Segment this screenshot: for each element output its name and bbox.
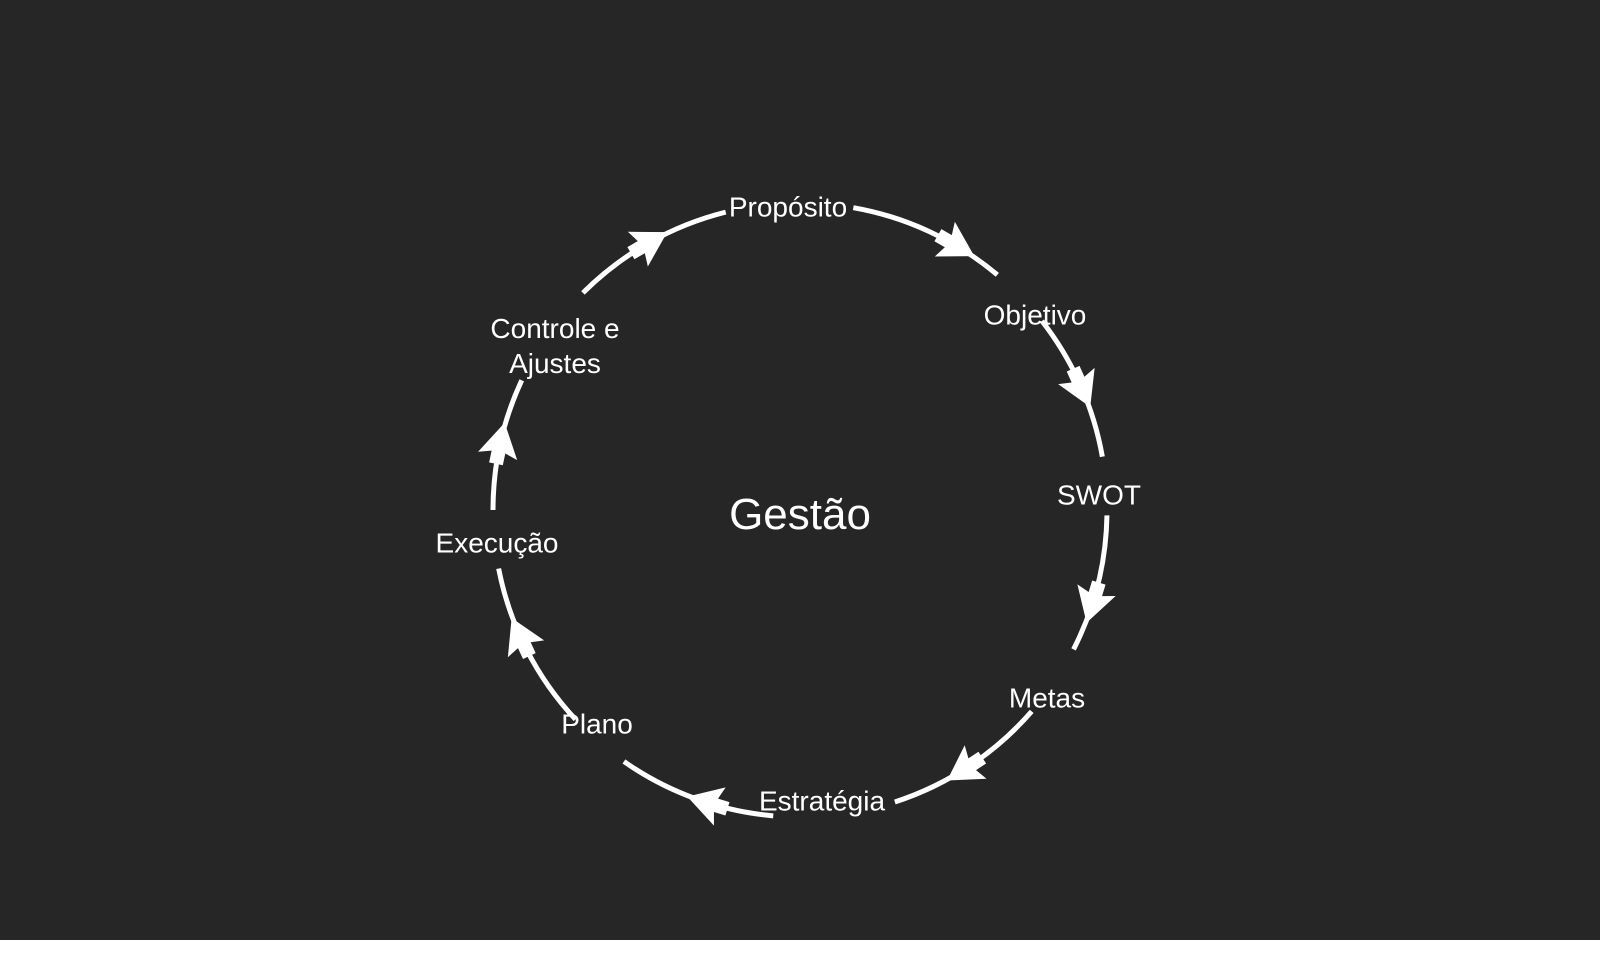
center-title: Gestão bbox=[729, 490, 871, 539]
arrowhead-icon bbox=[947, 745, 987, 781]
arrowhead-icon bbox=[478, 422, 518, 466]
arrowhead-icon bbox=[507, 617, 545, 660]
arc-swot-metas bbox=[1071, 515, 1110, 651]
step-label-execucao: Execução bbox=[435, 527, 559, 559]
arrowhead-icon bbox=[627, 231, 668, 267]
step-label-controle: Controle e Ajustes bbox=[490, 313, 620, 379]
step-label-swot: SWOT bbox=[1057, 479, 1141, 511]
slide-canvas: Gestão Propósito Objetivo SWOT Metas Est… bbox=[0, 0, 1600, 940]
step-label-plano: Plano bbox=[561, 708, 633, 740]
step-label-estrategia: Estratégia bbox=[758, 785, 886, 817]
step-label-objetivo: Objetivo bbox=[983, 299, 1087, 331]
step-label-metas: Metas bbox=[1008, 682, 1086, 714]
arrowhead-icon bbox=[1058, 365, 1095, 408]
arrowhead-icon bbox=[934, 221, 975, 257]
arrowhead-icon bbox=[687, 787, 730, 826]
arc-proposito-objetivo bbox=[852, 205, 999, 277]
step-label-proposito: Propósito bbox=[728, 191, 848, 223]
arrowhead-icon bbox=[1077, 580, 1116, 623]
cycle-diagram bbox=[478, 205, 1116, 826]
